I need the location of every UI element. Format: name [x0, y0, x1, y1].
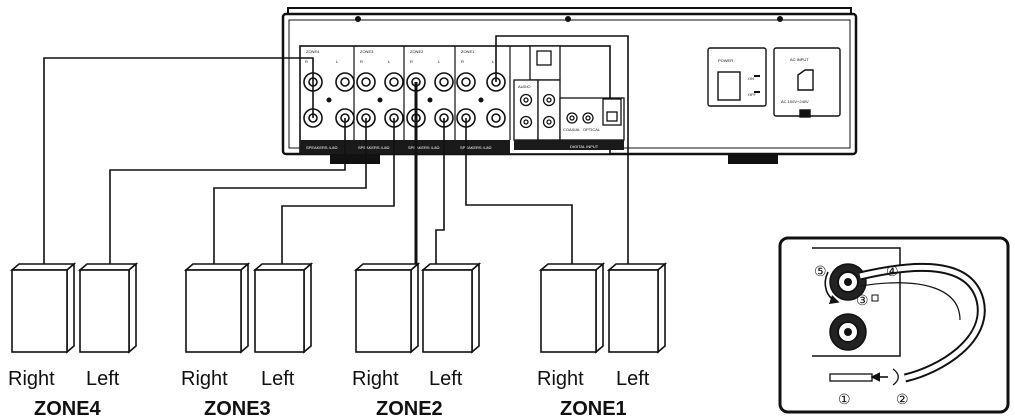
speaker-zone4-left: [77, 262, 139, 354]
zone4-r-label: R: [305, 59, 308, 64]
inset-step-markers: ⑤ ④ ③ ① ②: [814, 263, 909, 407]
speaker-strip-label-zone1: SPEAKERS 4-8Ω: [460, 145, 491, 150]
zone2-label: ZONE2: [376, 398, 443, 420]
zone4-left-label: Left: [86, 368, 120, 390]
cable-zone4-right: [43, 57, 314, 270]
zone2-left-label: Left: [429, 368, 463, 390]
power-section: [707, 47, 841, 118]
step-5-marker: ⑤: [814, 263, 827, 279]
zone1-r-label: R: [461, 59, 464, 64]
power-on-label: ON: [748, 76, 754, 81]
speaker-cables: [43, 35, 629, 272]
power-off-label: OFF: [748, 92, 757, 97]
zone1-right-label: Right: [537, 368, 584, 390]
binding-post-detail-inset: [778, 236, 1010, 414]
cable-zone1-right: [465, 118, 573, 270]
speaker-zone1-right: [538, 262, 606, 354]
ac-input-label: AC INPUT: [790, 57, 809, 62]
zone1-header: ZONE1: [461, 49, 475, 54]
step-2-marker: ②: [896, 391, 909, 407]
step-3-marker: ③: [856, 292, 869, 308]
zone4-right-label: Right: [8, 368, 55, 390]
digital-input-label: DIGITAL INPUT: [570, 144, 599, 149]
zone3-label: ZONE3: [204, 398, 271, 420]
zone3-right-label: Right: [181, 368, 228, 390]
speaker-zone3-right: [183, 262, 251, 354]
speaker-zone3-left: [252, 262, 314, 354]
speaker-zone2-left: [420, 262, 482, 354]
zone2-r-label: R: [410, 59, 413, 64]
power-labels: POWER ON OFF AC INPUT AC 100V~240V: [718, 57, 809, 104]
cable-zone2-left: [435, 118, 445, 270]
speaker-strip-label-zone3: SPEAKERS 4-8Ω: [358, 145, 389, 150]
zone-headers: ZONE4 ZONE3 ZONE2 ZONE1 R L R L R L R L …: [305, 49, 495, 150]
coaxial-label: COAXIAL: [563, 127, 581, 132]
speaker-zone4-right: [9, 262, 77, 354]
cable-zone3-right: [213, 118, 367, 270]
audio-label: AUDIO: [518, 84, 531, 89]
step-4-marker: ④: [886, 263, 899, 279]
zone3-left-label: Left: [261, 368, 295, 390]
zone2-right-label: Right: [352, 368, 399, 390]
speaker-strip-label-zone4: SPEAKERS 4-8Ω: [306, 145, 337, 150]
zone3-l-label: L: [388, 59, 391, 64]
speaker-zone2-right: [353, 262, 421, 354]
power-label: POWER: [718, 58, 733, 63]
optical-label: OPTICAL: [583, 127, 601, 132]
zone4-header: ZONE4: [306, 49, 320, 54]
zone2-header: ZONE2: [410, 49, 424, 54]
speaker-labels: Right Left Right Left Right Left Right L…: [8, 368, 650, 390]
cable-zone3-left: [281, 118, 395, 270]
zone-labels: ZONE4 ZONE3 ZONE2 ZONE1: [34, 398, 627, 420]
speaker-strip-label-zone2: SPEAKERS 4-8Ω: [408, 145, 439, 150]
step-1-marker: ①: [838, 391, 851, 407]
ac-rating-label: AC 100V~240V: [781, 99, 809, 104]
power-switch[interactable]: [717, 71, 741, 101]
zone4-l-label: L: [336, 59, 339, 64]
zone1-label: ZONE1: [560, 398, 627, 420]
cable-zone4-left: [109, 118, 346, 270]
zone1-left-label: Left: [616, 368, 650, 390]
speaker-zone1-left: [606, 262, 668, 354]
binding-post-gaps: [326, 97, 484, 103]
cable-zone1-left: [495, 35, 629, 270]
zone1-l-label: L: [492, 59, 495, 64]
zone3-header: ZONE3: [360, 49, 374, 54]
speakers: [9, 262, 668, 354]
zone2-l-label: L: [438, 59, 441, 64]
zone4-label: ZONE4: [34, 398, 102, 420]
zone3-r-label: R: [360, 59, 363, 64]
audio-input-section: [513, 45, 625, 150]
audio-input-labels: AUDIO COAXIAL OPTICAL DIGITAL INPUT: [518, 84, 601, 149]
